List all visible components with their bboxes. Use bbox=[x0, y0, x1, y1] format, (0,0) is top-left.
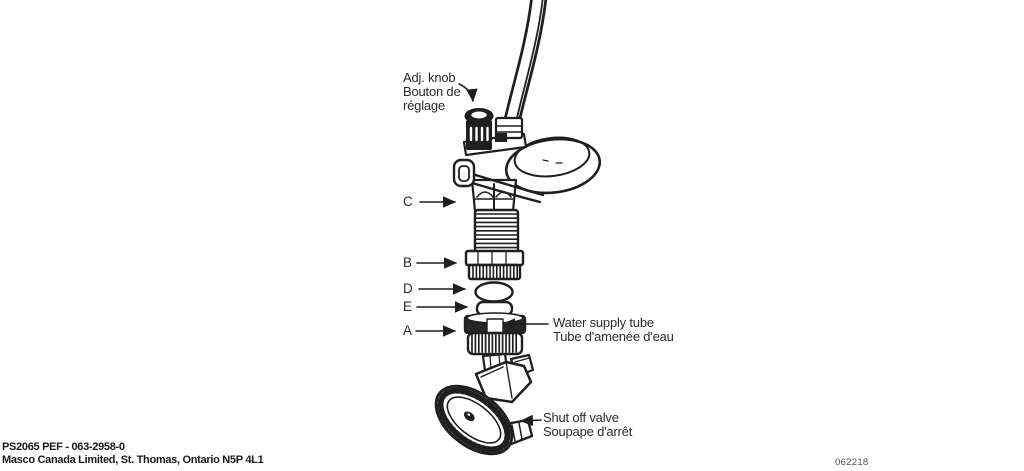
shut-off-valve-label-en: Shut off valve bbox=[543, 410, 619, 425]
mounting-bracket-graphic bbox=[452, 158, 545, 204]
adjustment-knob-graphic bbox=[464, 108, 494, 150]
company-address: Masco Canada Limited, St. Thomas, Ontari… bbox=[2, 454, 264, 466]
adj-knob-label-en: Adj. knob bbox=[403, 70, 456, 85]
adj-knob-label-fr1: Bouton de bbox=[403, 84, 461, 99]
part-letter-b: B bbox=[403, 255, 413, 270]
shut-off-valve-label: Shut off valve Soupape d'arrêt bbox=[543, 411, 632, 439]
shut-off-valve-label-fr: Soupape d'arrêt bbox=[543, 424, 633, 439]
adj-knob-arrow bbox=[458, 83, 478, 103]
part-number: PS2065 PEF - 063-2958-0 bbox=[2, 441, 125, 453]
dome-cap-graphic bbox=[504, 136, 602, 195]
nut-b-graphic bbox=[464, 249, 525, 281]
water-supply-tube-label-fr: Tube d'amenée d'eau bbox=[553, 329, 674, 344]
threaded-shank-graphic bbox=[473, 208, 520, 254]
part-letter-d: D bbox=[403, 281, 413, 296]
adj-knob-label: Adj. knob Bouton de réglage bbox=[403, 70, 461, 113]
footer-identification: PS2065 PEF - 063-2958-0 Masco Canada Lim… bbox=[2, 441, 264, 467]
part-letter-a: A bbox=[403, 323, 413, 338]
adj-knob-label-fr2: réglage bbox=[403, 98, 445, 113]
water-supply-tube-label: Water supply tube Tube d'amenée d'eau bbox=[553, 316, 674, 344]
leader-arrows bbox=[415, 83, 549, 427]
part-letter-c: C bbox=[403, 194, 413, 209]
date-code: 062218 bbox=[835, 457, 869, 468]
shut-off-arrow bbox=[519, 414, 542, 427]
water-supply-tube-label-en: Water supply tube bbox=[553, 315, 654, 330]
part-letter-e: E bbox=[403, 299, 413, 314]
shut-off-wheel-graphic bbox=[434, 384, 514, 456]
nut-a-graphic bbox=[463, 312, 527, 356]
supply-tube-graphic bbox=[500, 0, 548, 143]
shut-off-valve-graphic bbox=[434, 352, 535, 456]
washer-d-graphic bbox=[474, 281, 514, 303]
